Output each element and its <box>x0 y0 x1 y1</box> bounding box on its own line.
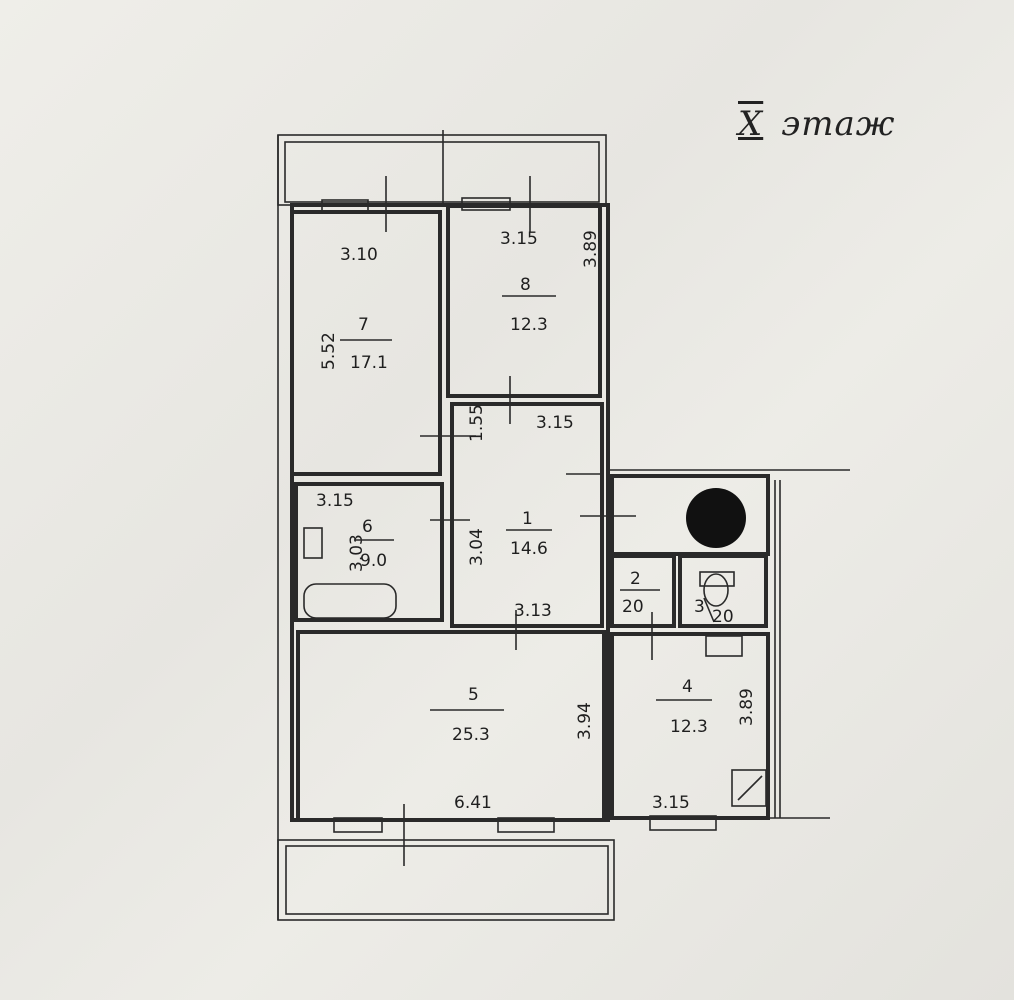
room-1-dim-side: 1.55 <box>467 404 487 442</box>
room-5-area: 25.3 <box>452 725 490 745</box>
room-6-dim-top: 3.15 <box>316 491 354 511</box>
room-8-number: 8 <box>520 275 531 295</box>
walls <box>277 130 850 921</box>
room-5-dim-bottom: 6.41 <box>454 793 492 813</box>
room-4-dim-bottom: 3.15 <box>652 793 690 813</box>
room-7-dim-side: 5.52 <box>319 332 339 370</box>
room-1-dim-side2: 3.04 <box>467 528 487 566</box>
room-6: 3.15 3.03 6 9.0 <box>316 491 394 572</box>
room-7: 3.10 5.52 7 17.1 <box>319 245 392 373</box>
room-8-dim-top: 3.15 <box>500 229 538 249</box>
floor-number: X <box>738 104 764 144</box>
room-4-area: 12.3 <box>670 717 708 737</box>
room-1-area: 14.6 <box>510 539 548 559</box>
room-1-number: 1 <box>522 509 533 529</box>
room-3-number: 3 <box>694 597 705 617</box>
room-8-dim-side: 3.89 <box>581 230 601 268</box>
room-5-number: 5 <box>468 685 479 705</box>
room-2: 2 20 <box>620 569 660 617</box>
room-7-area: 17.1 <box>350 353 388 373</box>
room-4: 4 12.3 3.89 3.15 <box>652 677 757 813</box>
room-2-number: 2 <box>630 569 641 589</box>
room-6-area: 9.0 <box>360 551 387 571</box>
room-2-area: 20 <box>622 597 644 617</box>
room-8: 3.15 3.89 8 12.3 <box>500 229 601 335</box>
room-4-number: 4 <box>682 677 693 697</box>
room-7-dim-top: 3.10 <box>340 245 378 265</box>
room-3: 3 20 <box>694 597 734 627</box>
floor-word: этаж <box>781 104 896 144</box>
room-3-area: 20 <box>712 607 734 627</box>
room-4-dim-side: 3.89 <box>737 688 757 726</box>
room-8-area: 12.3 <box>510 315 548 335</box>
room-6-dim-side: 3.03 <box>347 534 367 572</box>
room-7-number: 7 <box>358 315 369 335</box>
redaction-mark <box>686 488 746 548</box>
room-1-dim-top: 3.15 <box>536 413 574 433</box>
room-1-dim-bottom: 3.13 <box>514 601 552 621</box>
room-5-dim-side: 3.94 <box>575 702 595 740</box>
room-1: 3.15 1.55 3.04 1 14.6 3.13 <box>467 404 574 621</box>
room-6-number: 6 <box>362 517 373 537</box>
room-5: 5 25.3 3.94 6.41 <box>430 685 595 813</box>
